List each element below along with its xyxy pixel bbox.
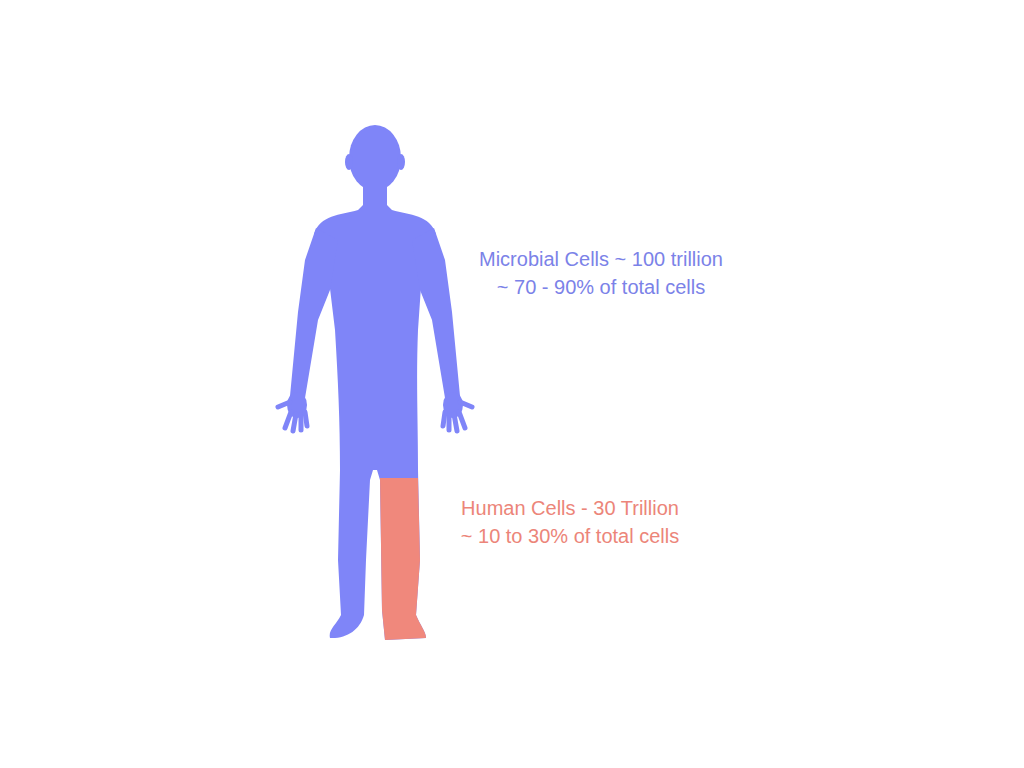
microbial-body bbox=[287, 125, 463, 640]
finger bbox=[293, 414, 296, 431]
human-cells-leg bbox=[380, 478, 426, 640]
ear bbox=[397, 154, 405, 170]
thumb bbox=[278, 402, 290, 407]
human-share: ~ 10 to 30% of total cells bbox=[461, 524, 679, 548]
right-arm bbox=[412, 228, 460, 398]
finger bbox=[443, 412, 445, 426]
microbial-count: Microbial Cells ~ 100 trillion bbox=[479, 247, 723, 271]
finger bbox=[285, 412, 291, 428]
ear bbox=[345, 154, 353, 170]
microbial-share: ~ 70 - 90% of total cells bbox=[497, 275, 705, 299]
fingers bbox=[278, 402, 472, 431]
finger bbox=[299, 414, 304, 430]
finger bbox=[447, 414, 452, 430]
finger bbox=[305, 412, 307, 426]
left-arm bbox=[290, 228, 338, 398]
finger bbox=[454, 414, 457, 431]
human-count: Human Cells - 30 Trillion bbox=[461, 496, 679, 520]
thumb bbox=[460, 402, 472, 407]
finger bbox=[459, 412, 465, 428]
